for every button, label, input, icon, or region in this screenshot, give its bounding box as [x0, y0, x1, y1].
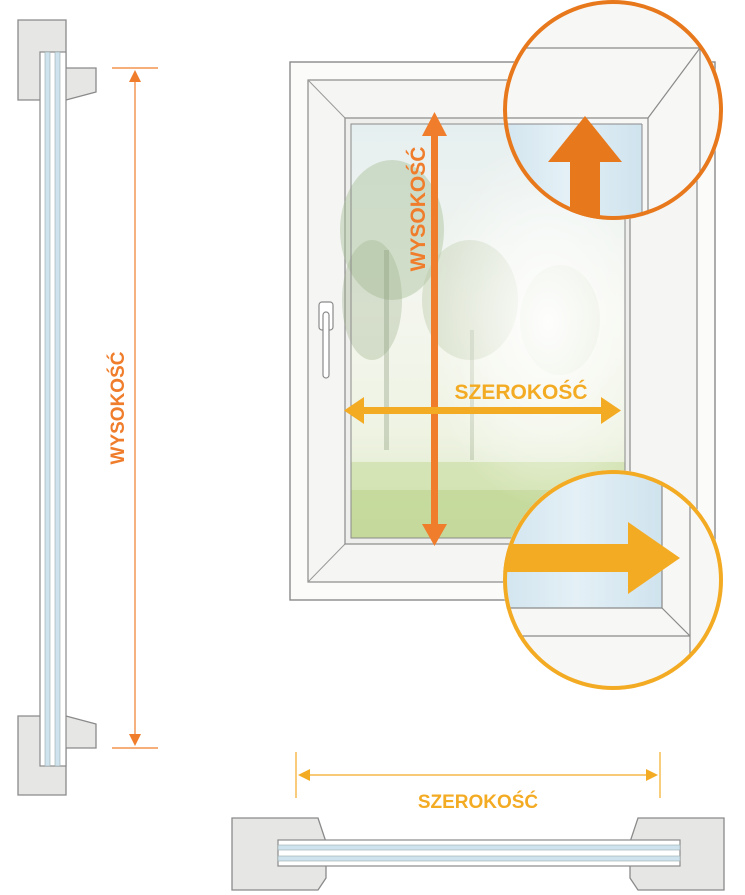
side-section-profile: [17, 19, 97, 796]
bottom-width-label: SZEROKOŚĆ: [418, 791, 539, 813]
window-width-arrow: [344, 397, 621, 424]
side-height-dimension: [112, 67, 158, 749]
side-height-label: WYSOKOŚĆ: [107, 351, 129, 464]
bottom-width-dimension: [295, 752, 661, 798]
window-glass-landscape: [340, 123, 626, 539]
window-width-label: SZEROKOŚĆ: [454, 380, 587, 404]
zoom-circle-icon-bottom: [503, 470, 723, 690]
bottom-section-profile: [231, 817, 725, 891]
handle-icon: [318, 301, 334, 379]
window-height-arrow: [422, 112, 447, 546]
window-height-label: WYSOKOŚĆ: [406, 147, 430, 272]
zoom-circle-icon-top: [503, 0, 723, 220]
